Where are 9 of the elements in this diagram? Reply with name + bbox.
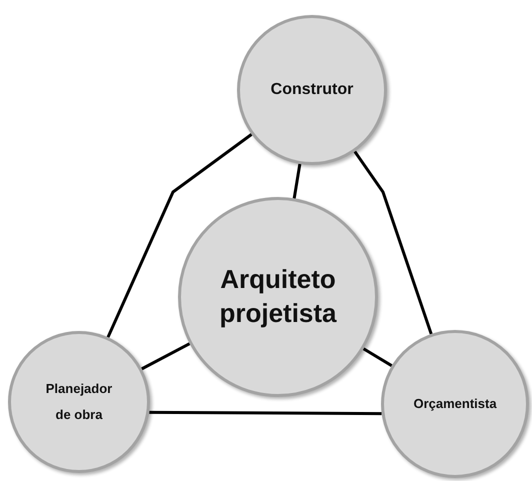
node-label: Planejador de obra: [44, 380, 114, 424]
connector-line: [141, 342, 190, 370]
node-label: Construtor: [270, 80, 354, 100]
connector-line: [292, 164, 302, 199]
connector-line: [149, 410, 382, 416]
connector-line: [106, 133, 252, 338]
node-label: Arquiteto projetista: [218, 263, 338, 330]
connector-line: [354, 150, 433, 334]
node-label: Orçamentista: [413, 396, 497, 412]
